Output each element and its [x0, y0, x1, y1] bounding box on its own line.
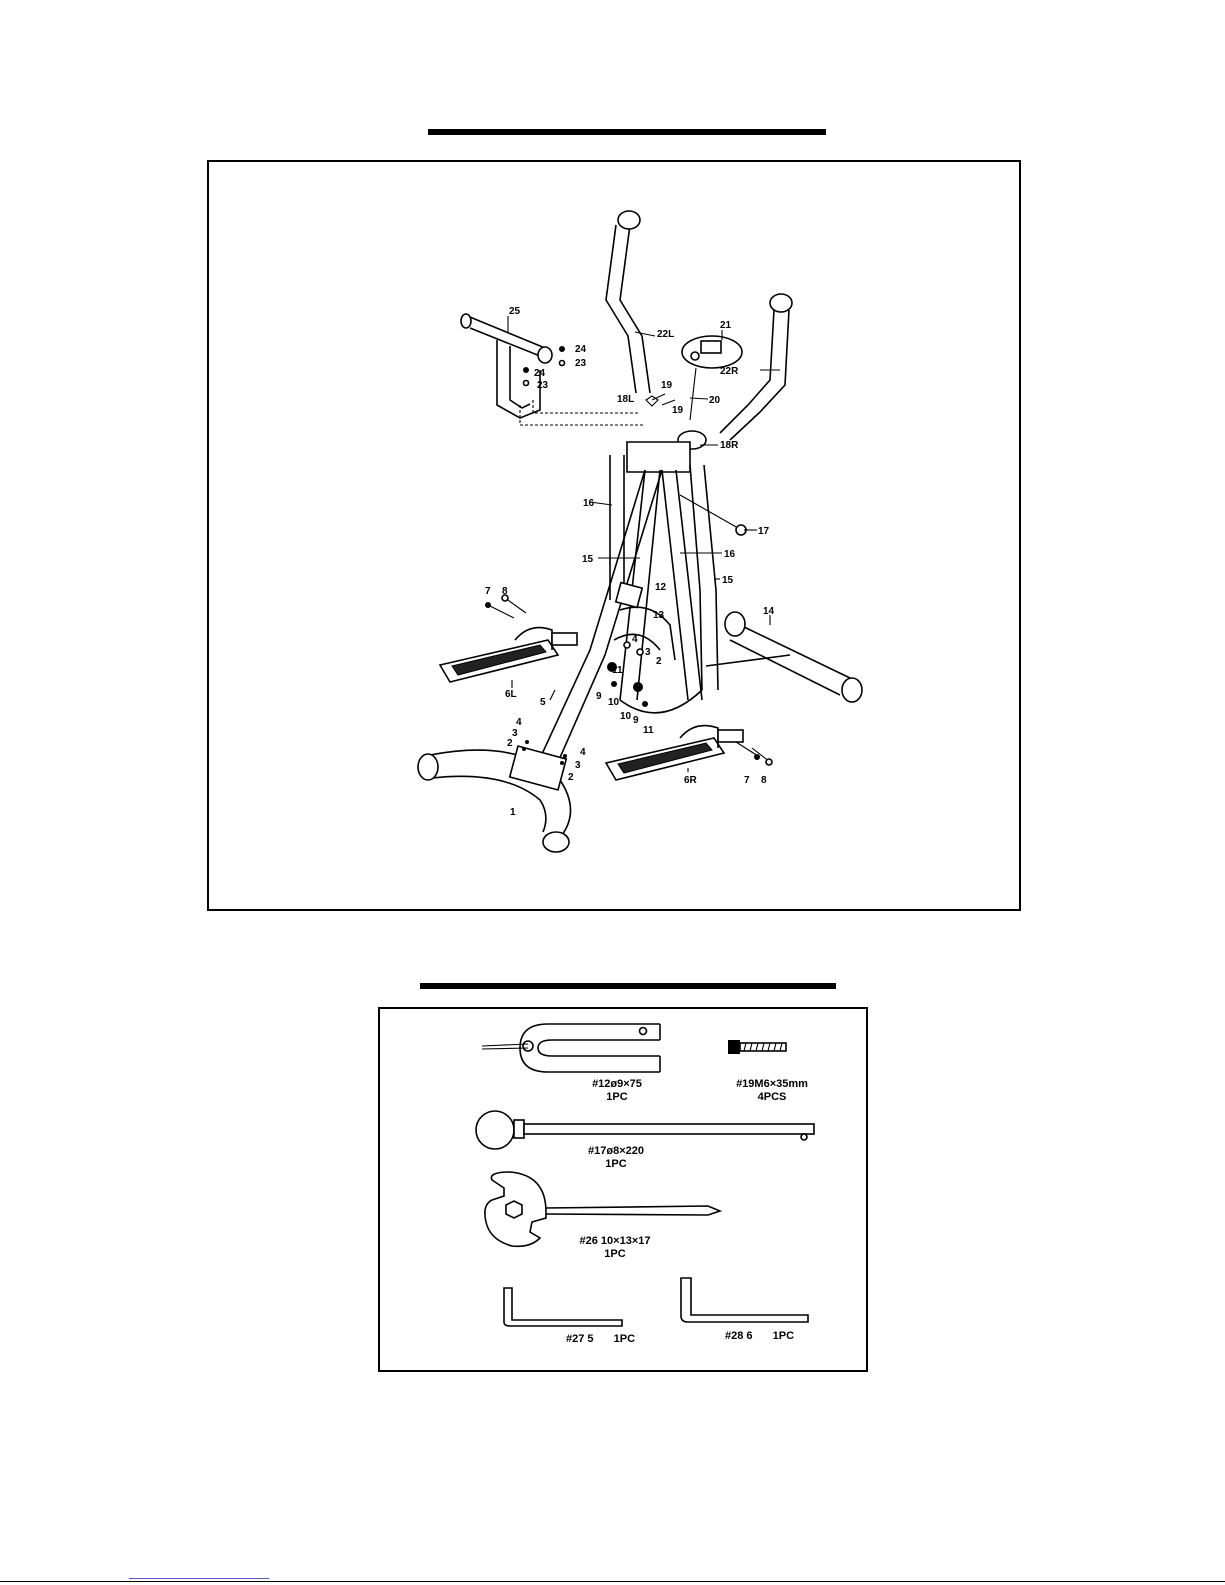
- callout-3b: 3: [512, 728, 518, 739]
- hardware-label-28: #28 6 1PC: [725, 1330, 835, 1343]
- pin-17-hardware: [476, 1111, 814, 1149]
- callout-13: 13: [653, 610, 665, 621]
- pedal-6R: [606, 726, 743, 780]
- callout-15a: 15: [582, 554, 594, 565]
- callout-23b: 23: [537, 380, 549, 391]
- callout-7a: 7: [485, 586, 491, 597]
- callout-12: 12: [655, 582, 667, 593]
- callout-2a: 2: [656, 656, 662, 667]
- callout-22L: 22L: [657, 329, 674, 340]
- callout-11b: 11: [643, 725, 654, 736]
- callout-4b: 4: [516, 717, 522, 728]
- hardware-label-26: #26 10×13×17 1PC: [560, 1235, 670, 1261]
- computer-console-21: [682, 336, 742, 368]
- callout-10a: 10: [608, 697, 620, 708]
- sensor-wire-20: [690, 368, 696, 420]
- callout-22R: 22R: [720, 366, 739, 377]
- callout-3a: 3: [645, 647, 651, 658]
- hex-key-27: [504, 1288, 622, 1326]
- spec-12: #12ø9×75: [572, 1078, 662, 1091]
- qty-19: 4PCS: [722, 1091, 822, 1104]
- front-stabilizer-5: [530, 470, 662, 785]
- callout-3c: 3: [575, 760, 581, 771]
- qty-28: 1PC: [773, 1330, 794, 1342]
- callout-5: 5: [540, 697, 546, 708]
- callout-25: 25: [509, 306, 521, 317]
- footer-line: [0, 1581, 1225, 1582]
- callout-24a: 24: [575, 344, 587, 355]
- callout-15b: 15: [722, 575, 734, 586]
- callout-16b: 16: [724, 549, 736, 560]
- callout-24b: 24: [534, 368, 546, 379]
- hardware-label-27: #27 5 1PC: [566, 1333, 676, 1346]
- qty-12: 1PC: [572, 1091, 662, 1104]
- callout-2b: 2: [507, 738, 513, 749]
- spec-28: #28 6: [725, 1330, 753, 1342]
- pedal-6L: [440, 628, 577, 682]
- bolt-12-u-clip: [482, 1024, 660, 1072]
- callout-6R: 6R: [684, 775, 698, 786]
- spec-17: #17ø8×220: [566, 1145, 666, 1158]
- callout-7b: 7: [744, 775, 750, 786]
- footer-underline: [129, 1578, 269, 1579]
- spec-27: #27 5: [566, 1333, 594, 1345]
- hardware-label-17: #17ø8×220 1PC: [566, 1145, 666, 1171]
- bolt-19-m6: [728, 1040, 786, 1054]
- pedal-arm-parts: [607, 582, 675, 707]
- qty-17: 1PC: [566, 1158, 666, 1171]
- callout-21: 21: [720, 320, 732, 331]
- callout-20: 20: [709, 395, 721, 406]
- callout-4c: 4: [580, 747, 586, 758]
- callout-8a: 8: [502, 586, 508, 597]
- callout-1: 1: [510, 807, 516, 818]
- handlebar-22L: [606, 211, 650, 393]
- pin-17: [680, 495, 746, 535]
- callout-11a: 11: [612, 665, 623, 676]
- seat-handle-25: [461, 314, 643, 425]
- qty-26: 1PC: [560, 1248, 670, 1261]
- callout-10b: 10: [620, 711, 632, 722]
- front-stabilizer-1: [418, 746, 571, 852]
- callout-18R: 18R: [720, 440, 739, 451]
- callout-19a: 19: [661, 380, 673, 391]
- hardware-label-19: #19M6×35mm 4PCS: [722, 1078, 822, 1104]
- callout-14: 14: [763, 606, 775, 617]
- qty-27: 1PC: [614, 1333, 635, 1345]
- callout-4a: 4: [632, 634, 638, 645]
- callout-9a: 9: [596, 691, 602, 702]
- callout-2c: 2: [568, 772, 574, 783]
- callout-9b: 9: [633, 715, 639, 726]
- callout-23a: 23: [575, 358, 587, 369]
- callout-8b: 8: [761, 775, 767, 786]
- callout-16a: 16: [583, 498, 595, 509]
- hex-key-28: [681, 1278, 808, 1322]
- callout-6L: 6L: [505, 689, 517, 700]
- callout-17: 17: [758, 526, 770, 537]
- hardware-label-12: #12ø9×75 1PC: [572, 1078, 662, 1104]
- spec-19: #19M6×35mm: [722, 1078, 822, 1091]
- rear-stabilizer-14: [706, 612, 862, 702]
- callout-18L: 18L: [617, 394, 634, 405]
- spec-26: #26 10×13×17: [560, 1235, 670, 1248]
- callout-19b: 19: [672, 405, 684, 416]
- main-frame-upright: [610, 442, 718, 713]
